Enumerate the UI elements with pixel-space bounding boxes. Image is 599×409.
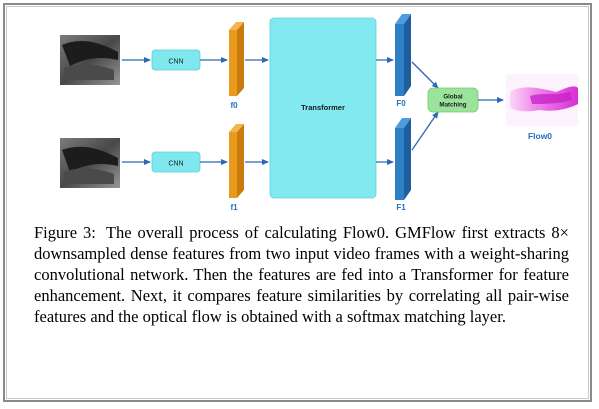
caption-label: Figure 3: bbox=[34, 223, 96, 242]
feature-map-F0 bbox=[395, 14, 411, 96]
f1-label: f1 bbox=[230, 203, 238, 212]
feature-map-f1 bbox=[229, 124, 244, 198]
caption-text: The overall process of calculating Flow0… bbox=[34, 223, 569, 326]
F0-label: F0 bbox=[396, 99, 406, 108]
cnn-block-top: CNN bbox=[151, 49, 201, 71]
cnn-bottom-label: CNN bbox=[168, 161, 183, 168]
global-matching-block: Global Matching bbox=[427, 87, 479, 113]
cnn-block-bottom: CNN bbox=[151, 151, 201, 173]
flow0-label: Flow0 bbox=[528, 131, 552, 141]
matching-label-line2: Matching bbox=[439, 102, 466, 109]
flow0-visualization bbox=[506, 74, 578, 126]
arrow-F1-to-matching bbox=[411, 111, 439, 151]
transformer-label: Transformer bbox=[301, 103, 345, 112]
feature-map-F1 bbox=[395, 118, 411, 200]
pipeline-diagram: CNN CNN f0 f1 Transformer F0 F1 bbox=[60, 14, 578, 212]
F1-label: F1 bbox=[396, 203, 406, 212]
arrow-F0-to-matching bbox=[411, 61, 439, 89]
matching-label-line1: Global bbox=[443, 94, 463, 101]
caption-body: Figure 3:The overall process of calculat… bbox=[34, 222, 569, 327]
feature-map-f0 bbox=[229, 22, 244, 96]
transformer-block: Transformer bbox=[269, 17, 377, 199]
cnn-top-label: CNN bbox=[168, 59, 183, 66]
figure-inner-border bbox=[6, 6, 589, 399]
f0-label: f0 bbox=[230, 101, 238, 110]
video-frame-bottom bbox=[60, 138, 120, 188]
video-frame-top bbox=[60, 35, 120, 85]
figure-caption: Figure 3:The overall process of calculat… bbox=[34, 222, 569, 327]
